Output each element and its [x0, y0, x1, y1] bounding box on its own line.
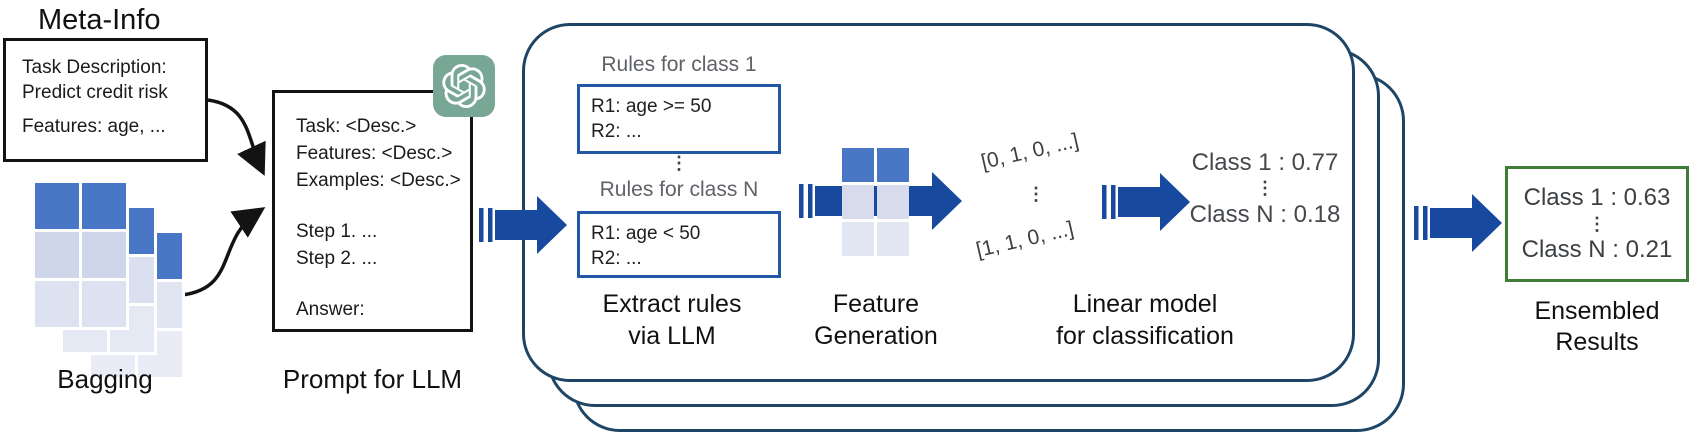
vertical-ellipsis: ⋮ [1027, 184, 1045, 204]
rules-class1-heading: Rules for class 1 [601, 53, 757, 76]
ensembled-results-label: Ensembled Results [1534, 297, 1660, 356]
meta-info-title: Meta-Info [26, 4, 173, 37]
linear-model-scores: Class 1 : 0.77 ⋮ Class N : 0.18 [1185, 148, 1345, 229]
bagging-to-prompt-arrow [181, 207, 266, 297]
striped-arrow-icon [1414, 194, 1502, 252]
class1-ensembled-score: Class 1 : 0.63 [1523, 184, 1671, 211]
rule-line: R2: ... [591, 121, 642, 142]
class1-score: Class 1 : 0.77 [1191, 149, 1339, 176]
openai-logo-icon [433, 55, 495, 117]
prompt-box: Task: <Desc.> Features: <Desc.> Examples… [272, 90, 473, 332]
striped-arrow-icon [479, 196, 567, 254]
rule-line: R2: ... [591, 248, 642, 269]
prompt-line: Task: <Desc.> [296, 116, 417, 137]
meta-info-line: Task Description: [22, 57, 167, 78]
prompt-line: Step 2. ... [296, 248, 378, 269]
prompt-line: Features: <Desc.> [296, 143, 453, 164]
feature-generation-label: Feature Generation [814, 290, 938, 350]
meta-info-line: Features: age, ... [22, 116, 166, 137]
rule-line: R1: age >= 50 [591, 96, 712, 117]
meta-info-line: Predict credit risk [22, 82, 168, 103]
prompt-line: Answer: [296, 299, 365, 320]
vertical-ellipsis: ⋮ [1256, 178, 1274, 198]
striped-arrow-icon [1102, 173, 1190, 231]
extract-rules-label: Extract rules via LLM [602, 290, 742, 350]
feature-grid-icon [842, 148, 909, 256]
prompt-line: Step 1. ... [296, 221, 378, 242]
classN-ensembled-score: Class N : 0.21 [1521, 236, 1673, 263]
linear-model-label: Linear model for classification [1056, 290, 1234, 350]
rules-class1-box: R1: age >= 50 R2: ... [577, 84, 781, 154]
prompt-label: Prompt for LLM [282, 364, 463, 394]
rules-classN-heading: Rules for class N [599, 178, 759, 201]
rule-line: R1: age < 50 [591, 223, 701, 244]
classN-score: Class N : 0.18 [1189, 201, 1341, 228]
ensembled-results-box: Class 1 : 0.63 ⋮ Class N : 0.21 [1505, 166, 1689, 282]
meta-info-box: Task Description: Predict credit risk Fe… [3, 38, 208, 162]
bagging-label: Bagging [57, 364, 153, 394]
bagging-tables-icon [35, 183, 126, 327]
meta-to-prompt-arrow [207, 98, 266, 176]
vertical-ellipsis: ⋮ [1588, 214, 1606, 234]
prompt-line: Examples: <Desc.> [296, 170, 461, 191]
rules-classN-box: R1: age < 50 R2: ... [577, 211, 781, 278]
vertical-ellipsis: ⋮ [670, 153, 688, 173]
